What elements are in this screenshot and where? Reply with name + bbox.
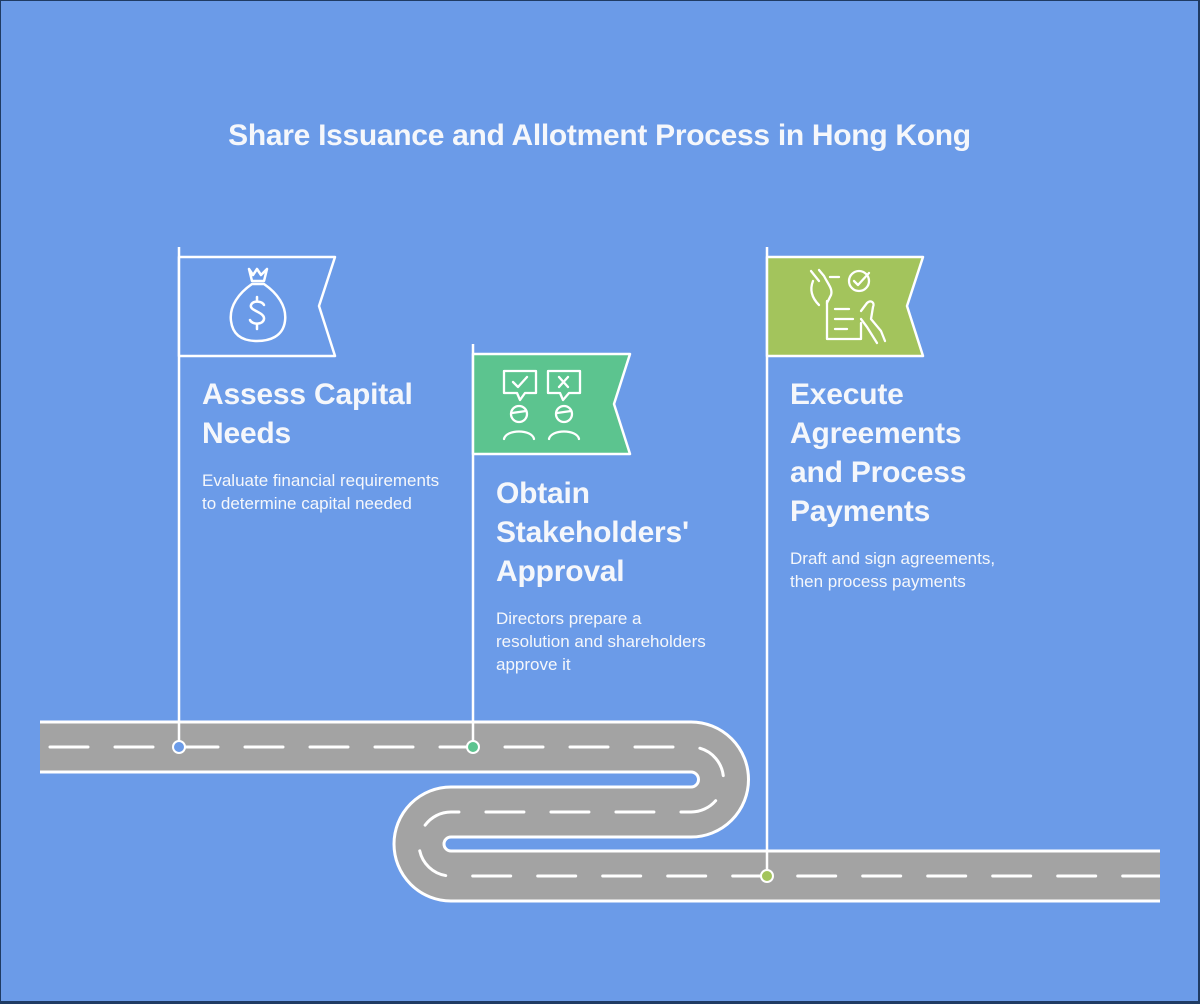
step-description: Directors prepare a resolution and share… bbox=[496, 609, 706, 674]
step-obtain-stakeholders-approval: Obtain Stakeholders' Approval Directors … bbox=[496, 474, 736, 676]
signed-document-icon bbox=[809, 268, 887, 345]
step-execute-agreements: Execute Agreements and Process Payments … bbox=[790, 375, 1050, 593]
step-description: Evaluate financial requirements to deter… bbox=[202, 471, 440, 513]
voting-people-icon bbox=[502, 369, 582, 441]
page-title: Share Issuance and Allotment Process in … bbox=[228, 119, 971, 152]
step-title: Execute Agreements and Process Payments bbox=[790, 378, 967, 528]
step-description: Draft and sign agreements, then process … bbox=[790, 549, 996, 591]
step-title: Assess Capital Needs bbox=[202, 378, 413, 450]
flag-step-3 bbox=[760, 247, 925, 883]
flag-step-2 bbox=[466, 344, 632, 754]
step-assess-capital-needs: Assess Capital Needs Evaluate financial … bbox=[202, 375, 442, 515]
winding-road bbox=[1, 719, 1198, 905]
step-title: Obtain Stakeholders' Approval bbox=[496, 477, 689, 588]
flag-step-1 bbox=[172, 247, 337, 754]
money-bag-icon bbox=[229, 267, 287, 343]
